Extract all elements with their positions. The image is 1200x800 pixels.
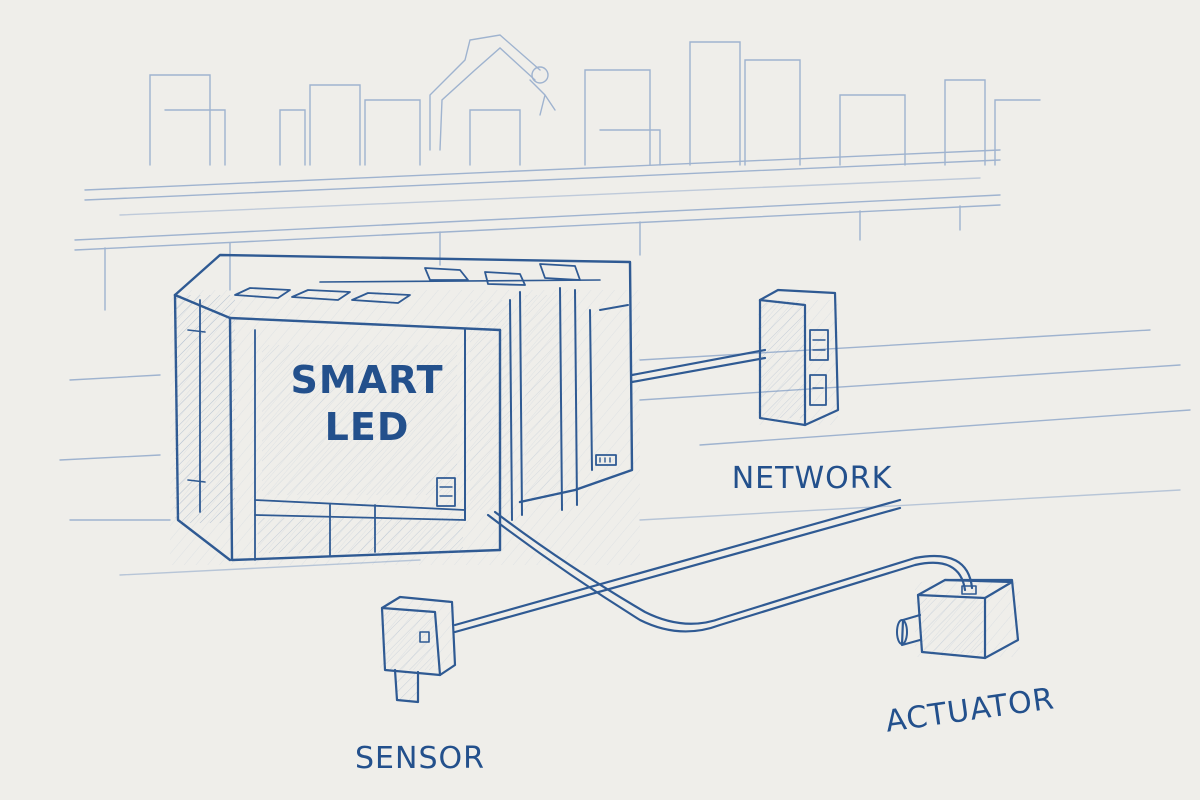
network-label: NETWORK bbox=[732, 461, 893, 496]
actuator-unit: ACTUATOR bbox=[883, 578, 1057, 740]
top-vents bbox=[234, 263, 601, 304]
sensor-unit: SENSOR bbox=[355, 595, 485, 776]
cables bbox=[453, 498, 974, 634]
conveyor-belt bbox=[74, 149, 1001, 311]
background-buildings bbox=[149, 41, 1041, 166]
status-indicators bbox=[436, 454, 617, 507]
network-module: NETWORK bbox=[630, 288, 893, 496]
robot-arm bbox=[429, 34, 556, 151]
bottom-vents bbox=[254, 499, 466, 561]
front-panel bbox=[254, 329, 466, 511]
actuator-label: ACTUATOR bbox=[883, 681, 1056, 739]
side-modules bbox=[464, 287, 629, 521]
device-label-line2: LED bbox=[325, 405, 410, 449]
smart-led-device: SMART LED bbox=[170, 253, 640, 565]
factory-background bbox=[59, 34, 1191, 576]
sensor-label: SENSOR bbox=[355, 741, 485, 776]
device-label-line1: SMART bbox=[290, 358, 443, 402]
